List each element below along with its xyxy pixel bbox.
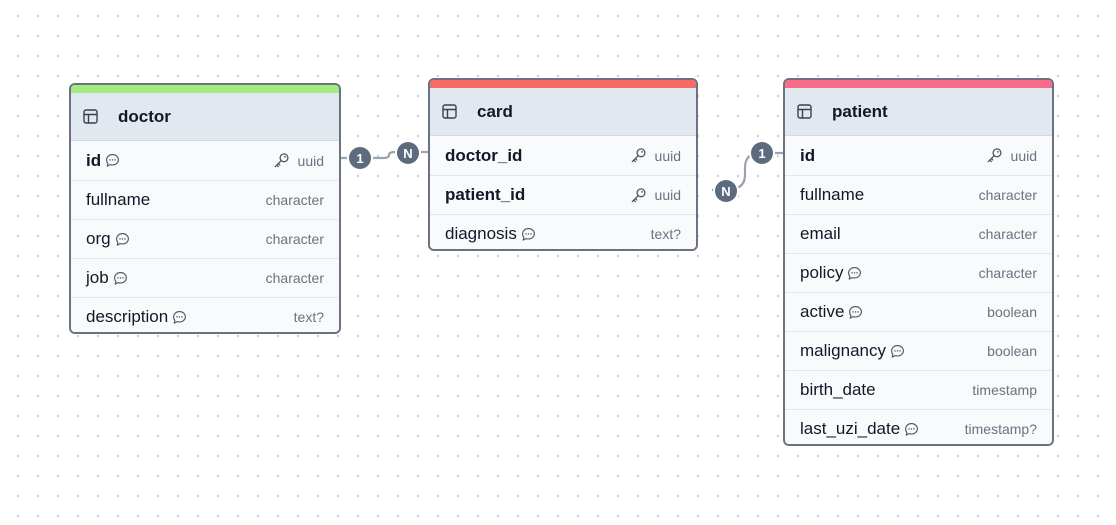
table-icon xyxy=(797,104,812,119)
field-name: malignancy xyxy=(800,341,886,360)
field-row-fullname[interactable]: fullname character xyxy=(71,180,339,219)
key-icon xyxy=(630,147,647,164)
table-patient[interactable]: patient id uuid fullname character email char… xyxy=(783,78,1054,446)
field-row-fullname[interactable]: fullname character xyxy=(785,175,1052,214)
field-name: email xyxy=(800,224,841,243)
field-row-email[interactable]: email character xyxy=(785,214,1052,253)
comment-icon[interactable] xyxy=(521,227,536,242)
table-doctor[interactable]: doctor id uuid fullname character org charact… xyxy=(69,83,341,334)
field-name: birth_date xyxy=(800,380,876,399)
field-name: id xyxy=(86,150,102,170)
field-type: boolean xyxy=(987,304,1037,320)
field-row-id[interactable]: id uuid xyxy=(71,141,339,180)
field-row-birth-date[interactable]: birth_date timestamp xyxy=(785,370,1052,409)
cardinality-badge-doctor-one: 1 xyxy=(349,147,371,169)
field-name: last_uzi_date xyxy=(800,419,901,438)
field-type: uuid xyxy=(297,152,324,169)
field-name: policy xyxy=(800,263,844,282)
cardinality-badge-card-many-doctor: N xyxy=(397,142,419,164)
field-row-id[interactable]: id uuid xyxy=(785,136,1052,175)
field-row-doctor-id[interactable]: doctor_id uuid xyxy=(430,136,696,175)
field-row-patient-id[interactable]: patient_id uuid xyxy=(430,175,696,214)
field-row-description[interactable]: description text? xyxy=(71,297,339,332)
field-name: fullname xyxy=(800,185,865,204)
field-name: active xyxy=(800,302,845,321)
field-type: text? xyxy=(650,226,681,242)
table-header[interactable]: patient xyxy=(785,88,1052,136)
field-type: character xyxy=(265,270,324,286)
comment-icon[interactable] xyxy=(904,422,919,437)
cardinality-badge-patient-one: 1 xyxy=(751,142,773,164)
table-name: card xyxy=(477,101,513,121)
field-type: uuid xyxy=(1010,147,1037,164)
table-header[interactable]: doctor xyxy=(71,93,339,141)
field-row-diagnosis[interactable]: diagnosis text? xyxy=(430,214,696,249)
table-header[interactable]: card xyxy=(430,88,696,136)
field-name: diagnosis xyxy=(445,224,517,243)
field-type: character xyxy=(265,192,324,208)
field-row-malignancy[interactable]: malignancy boolean xyxy=(785,331,1052,370)
field-type: boolean xyxy=(987,343,1037,359)
field-name: description xyxy=(86,307,169,326)
table-accent-bar xyxy=(71,85,339,93)
field-name: patient_id xyxy=(445,185,526,204)
table-icon xyxy=(442,104,457,119)
field-name: fullname xyxy=(86,190,151,209)
comment-icon[interactable] xyxy=(172,310,187,325)
field-name: job xyxy=(86,268,109,287)
table-accent-bar xyxy=(430,80,696,88)
field-type: character xyxy=(265,231,324,247)
field-name: id xyxy=(800,145,816,165)
field-type: uuid xyxy=(654,147,681,164)
cardinality-badge-card-many-patient: N xyxy=(715,180,737,202)
field-name: doctor_id xyxy=(445,145,523,165)
field-type: timestamp? xyxy=(964,421,1037,437)
field-name: org xyxy=(86,229,111,248)
table-icon xyxy=(83,109,98,124)
comment-icon[interactable] xyxy=(848,305,863,320)
field-type: timestamp xyxy=(972,382,1037,398)
key-icon xyxy=(986,147,1003,164)
table-name: doctor xyxy=(118,106,171,126)
field-type: character xyxy=(978,187,1037,203)
field-row-last-uzi-date[interactable]: last_uzi_date timestamp? xyxy=(785,409,1052,444)
field-type: character xyxy=(978,265,1037,281)
field-type: uuid xyxy=(654,187,681,203)
field-type: text? xyxy=(293,309,324,325)
comment-icon[interactable] xyxy=(113,271,128,286)
table-name: patient xyxy=(832,101,888,121)
field-row-org[interactable]: org character xyxy=(71,219,339,258)
comment-icon[interactable] xyxy=(115,232,130,247)
comment-icon[interactable] xyxy=(105,153,120,168)
field-row-job[interactable]: job character xyxy=(71,258,339,297)
key-icon xyxy=(273,152,290,169)
field-type: character xyxy=(978,226,1037,242)
field-list: id uuid fullname character org character job ch… xyxy=(71,141,339,332)
field-row-active[interactable]: active boolean xyxy=(785,292,1052,331)
table-accent-bar xyxy=(785,80,1052,88)
field-row-policy[interactable]: policy character xyxy=(785,253,1052,292)
comment-icon[interactable] xyxy=(890,344,905,359)
key-icon xyxy=(630,187,647,204)
comment-icon[interactable] xyxy=(847,266,862,281)
